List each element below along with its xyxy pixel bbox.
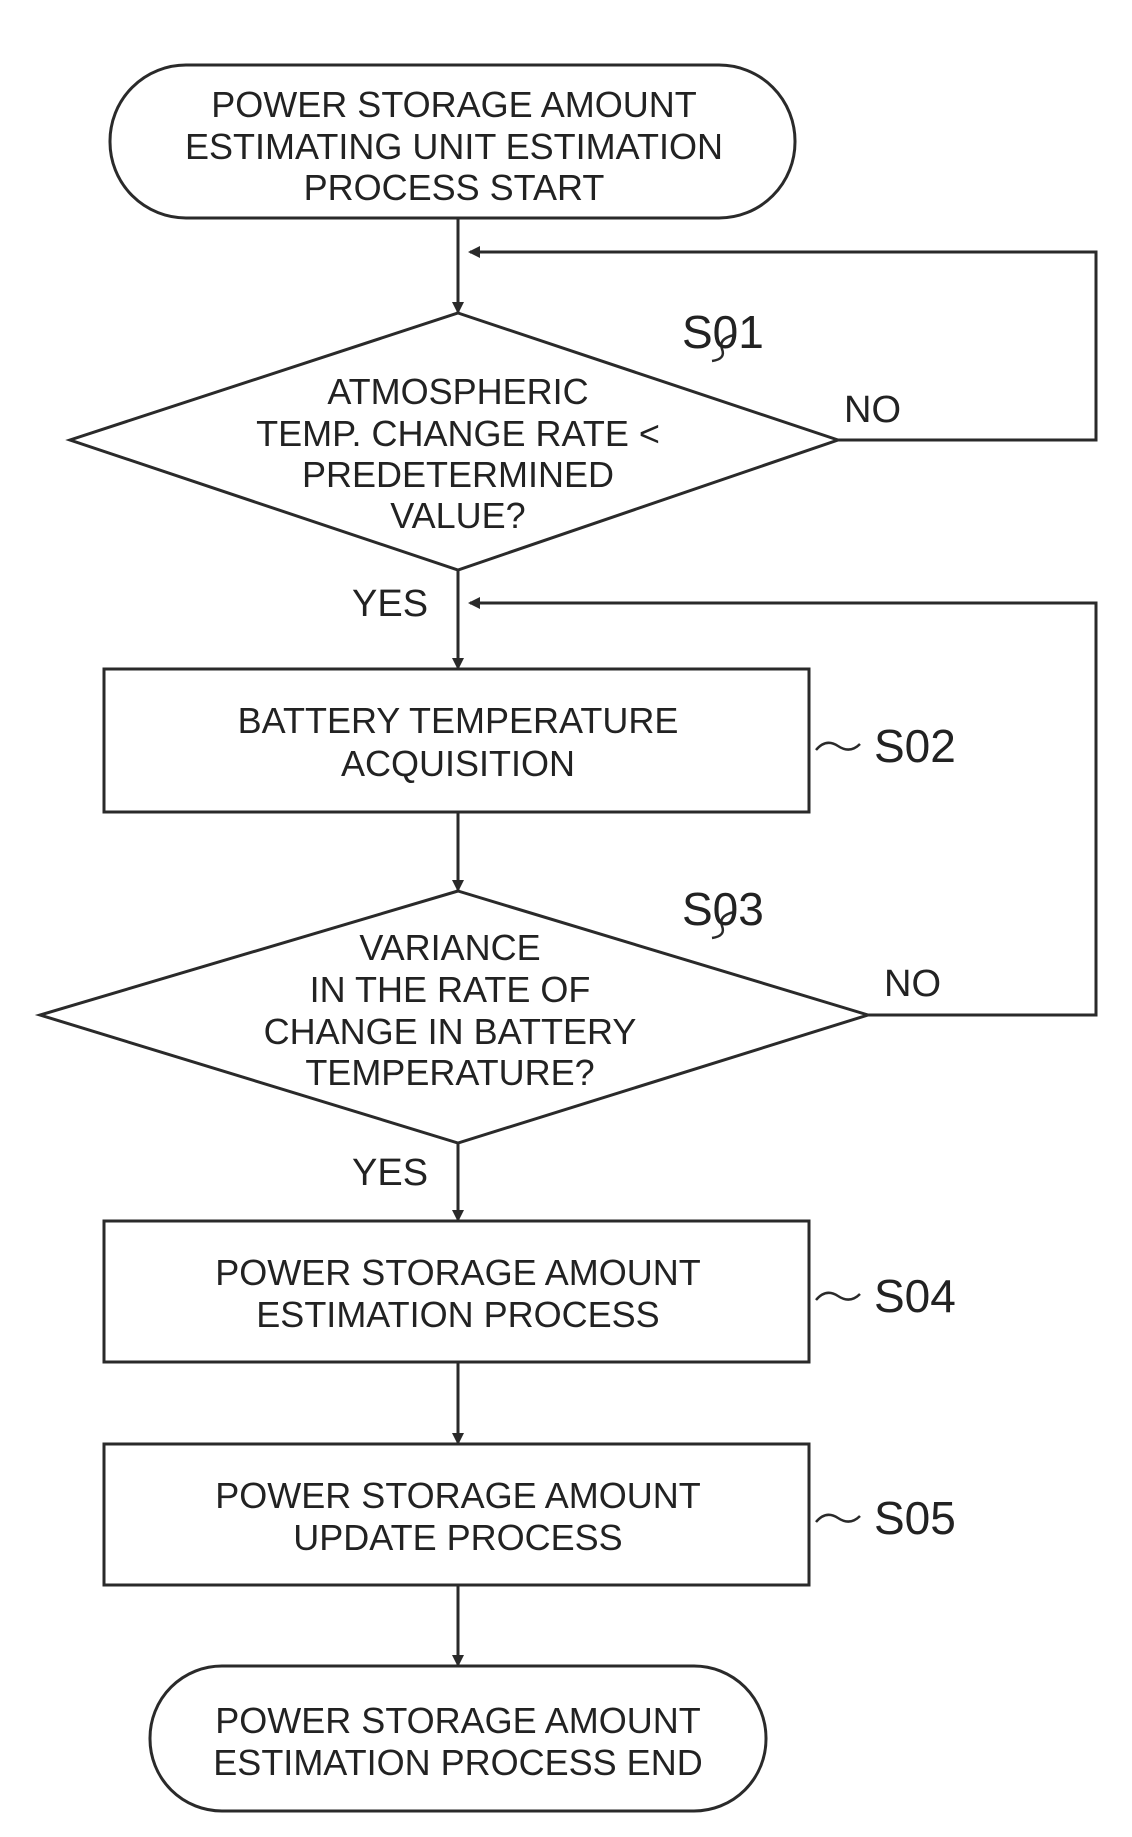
s02-line-2: ACQUISITION xyxy=(341,743,575,784)
s05-leader xyxy=(816,1515,860,1522)
s05-step-label: S05 xyxy=(874,1492,956,1544)
s02-step-label: S02 xyxy=(874,720,956,772)
s04-leader xyxy=(816,1293,860,1300)
start-line-1: POWER STORAGE AMOUNT xyxy=(211,84,696,125)
s04-line-2: ESTIMATION PROCESS xyxy=(256,1294,659,1335)
s01-line-3: PREDETERMINED xyxy=(302,454,614,495)
s03-no-label: NO xyxy=(884,963,941,1005)
s01-line-4: VALUE? xyxy=(390,495,525,536)
s03-line-1: VARIANCE xyxy=(359,927,540,968)
end-line-1: POWER STORAGE AMOUNT xyxy=(215,1700,700,1741)
s05-line-1: POWER STORAGE AMOUNT xyxy=(215,1475,700,1516)
process-s04: POWER STORAGE AMOUNT ESTIMATION PROCESS … xyxy=(104,1221,956,1362)
start-line-3: PROCESS START xyxy=(304,167,605,208)
s03-line-2: IN THE RATE OF xyxy=(310,969,591,1010)
s01-yes-label: YES xyxy=(352,583,428,625)
s03-line-3: CHANGE IN BATTERY xyxy=(264,1011,637,1052)
s05-line-2: UPDATE PROCESS xyxy=(293,1517,622,1558)
decision-s03: VARIANCE IN THE RATE OF CHANGE IN BATTER… xyxy=(40,883,941,1194)
s01-no-label: NO xyxy=(844,389,901,431)
s03-line-4: TEMPERATURE? xyxy=(305,1052,594,1093)
s02-line-1: BATTERY TEMPERATURE xyxy=(238,700,679,741)
s01-step-label: S01 xyxy=(682,306,764,358)
process-s05: POWER STORAGE AMOUNT UPDATE PROCESS S05 xyxy=(104,1444,956,1585)
s01-line-1: ATMOSPHERIC xyxy=(327,371,588,412)
end-terminator: POWER STORAGE AMOUNT ESTIMATION PROCESS … xyxy=(150,1666,766,1811)
s04-step-label: S04 xyxy=(874,1270,956,1322)
s01-line-2: TEMP. CHANGE RATE < xyxy=(256,413,660,454)
decision-s01: ATMOSPHERIC TEMP. CHANGE RATE < PREDETER… xyxy=(70,306,901,625)
s04-line-1: POWER STORAGE AMOUNT xyxy=(215,1252,700,1293)
s02-leader xyxy=(816,743,860,750)
start-terminator: POWER STORAGE AMOUNT ESTIMATING UNIT EST… xyxy=(110,65,795,218)
start-line-2: ESTIMATING UNIT ESTIMATION xyxy=(185,126,723,167)
end-line-2: ESTIMATION PROCESS END xyxy=(213,1742,702,1783)
process-s02: BATTERY TEMPERATURE ACQUISITION S02 xyxy=(104,669,956,812)
s03-step-label: S03 xyxy=(682,883,764,935)
s03-yes-label: YES xyxy=(352,1152,428,1194)
